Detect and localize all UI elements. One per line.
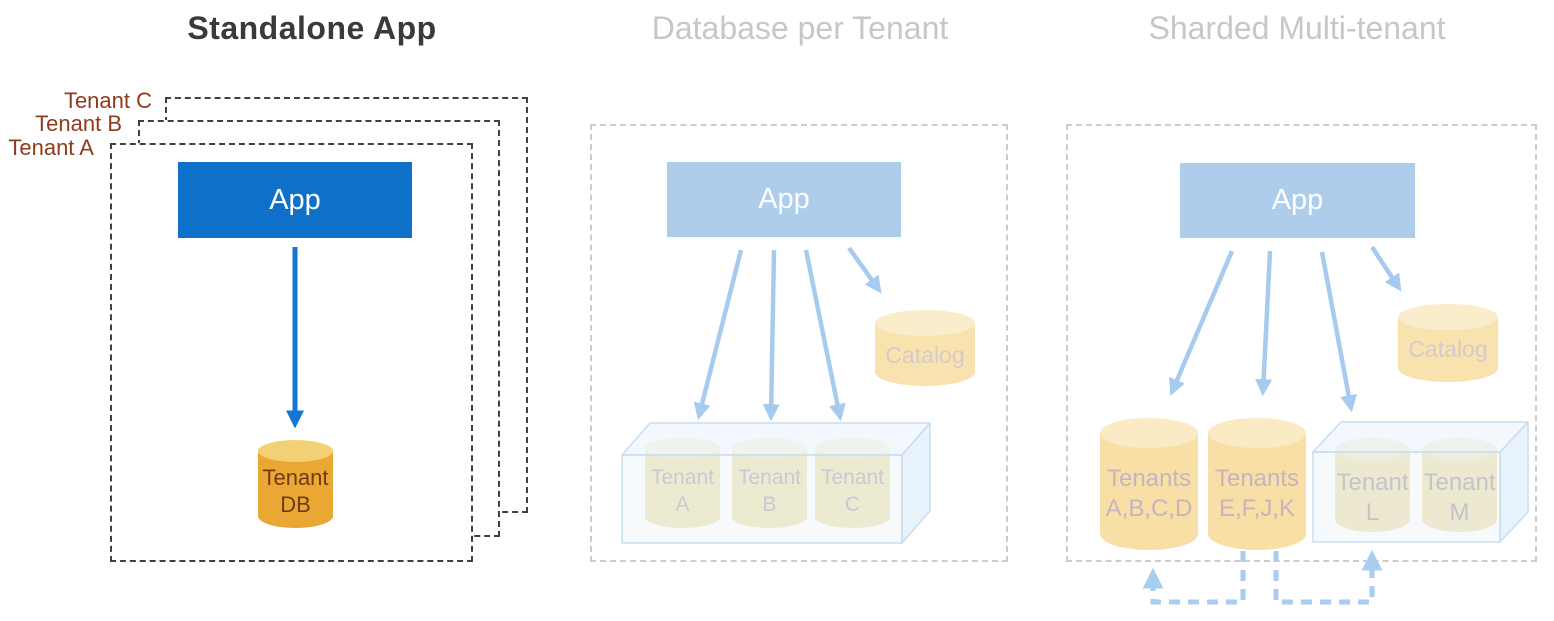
cylinder-cap (1422, 438, 1497, 462)
cylinder-cap (875, 310, 975, 336)
tenant-m-db-cylinder: Tenant M (1422, 438, 1497, 532)
tenant-b-frame-label: Tenant B (35, 111, 122, 136)
catalog-db-cylinder-sharded: Catalog (1398, 304, 1498, 382)
catalog-db-cylinder: Catalog (875, 310, 975, 386)
tenant-b-db-label: Tenant B (737, 466, 802, 516)
app-box-standalone: App (178, 162, 412, 238)
app-box-db-per-tenant: App (667, 162, 901, 237)
cylinder-cap (1398, 304, 1498, 330)
cylinder-cap (732, 438, 807, 458)
cylinder-body (1100, 433, 1198, 550)
cylinder-cap (645, 438, 720, 458)
panel-title-sharded: Sharded Multi-tenant (1148, 10, 1446, 46)
catalog-label: Catalog (1408, 336, 1488, 362)
tenant-db-label: Tenant DB (262, 465, 329, 517)
tenants-efjk-db-cylinder: Tenants E,F,J,K (1208, 418, 1306, 550)
panel-title-db-per-tenant: Database per Tenant (651, 10, 949, 46)
tenant-c-db-cylinder: Tenant C (815, 438, 890, 528)
tenant-a-db-cylinder: Tenant A (645, 438, 720, 528)
cylinder-cap (815, 438, 890, 458)
panel-title-standalone: Standalone App (187, 10, 437, 46)
panel-frame-db-per-tenant (590, 124, 1008, 562)
cylinder-cap (258, 440, 333, 462)
cylinder-body (1208, 433, 1306, 550)
cylinder-cap (1208, 418, 1306, 448)
app-box-sharded: App (1180, 163, 1415, 238)
tenant-c-db-label: Tenant C (820, 466, 885, 516)
tenant-c-frame-label: Tenant C (63, 88, 152, 113)
tenants-abcd-label: Tenants A,B,C,D (1105, 465, 1193, 522)
tenant-a-db-label: Tenant A (650, 466, 715, 516)
tenant-l-label: Tenant L (1336, 469, 1409, 526)
tenant-m-label: Tenant M (1423, 469, 1496, 526)
cylinder-body (258, 451, 333, 528)
tenants-efjk-label: Tenants E,F,J,K (1214, 465, 1300, 522)
tenant-a-frame-label: Tenant A (8, 135, 94, 160)
tenant-l-db-cylinder: Tenant L (1335, 438, 1410, 532)
tenant-b-db-cylinder: Tenant B (732, 438, 807, 528)
cylinder-cap (1335, 438, 1410, 462)
catalog-label: Catalog (885, 342, 965, 368)
tenants-abcd-db-cylinder: Tenants A,B,C,D (1100, 418, 1198, 550)
cylinder-cap (1100, 418, 1198, 448)
tenant-db-cylinder: Tenant DB (258, 440, 333, 528)
